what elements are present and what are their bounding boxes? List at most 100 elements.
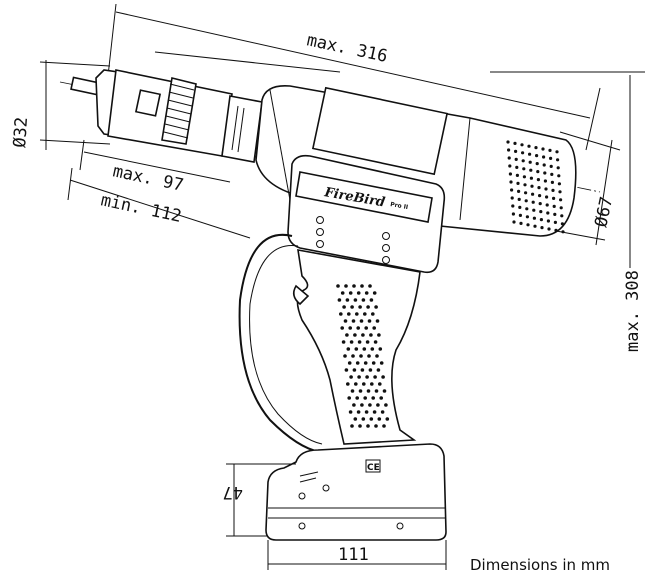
vent-dot [546,211,550,215]
grip-dot [374,305,378,309]
grip-dot [343,319,348,323]
vent-dot [531,200,535,204]
grip-dot [345,333,349,337]
nose-length-min-label: min. 112 [99,190,183,227]
grip-dot [368,368,373,372]
vent-dot [521,159,525,163]
grip-dot [354,347,359,351]
grip-dot [363,312,367,316]
vent-dot [532,208,536,212]
vent-dot [528,160,532,164]
vent-dot [525,207,529,211]
grip-dot [341,340,346,344]
battery-height-label: 47 [223,482,243,502]
knurled-ring [161,77,197,145]
grip-dot [374,389,379,393]
grip-dot [351,319,356,323]
return-hose [238,233,321,453]
grip-dot [367,354,371,358]
grip-dot [382,389,387,393]
grip-dot [356,291,361,295]
vent-dot [534,146,538,150]
vent-dot [510,188,514,192]
grip-dot [366,305,370,309]
vent-dot [522,175,527,179]
grip-dot [370,382,374,386]
vent-dot [540,226,544,230]
battery-width-dimension: 111 [267,540,447,570]
grip-dot [352,368,357,372]
grip-dot [378,347,383,351]
grip-dot [365,340,370,344]
vent-dot [529,168,533,172]
grip-dot [370,347,375,351]
vent-dot [558,190,562,194]
grip-dot [368,403,372,407]
grip-dot [363,361,368,365]
overall-length-label: max. 316 [305,30,389,67]
grip-dot [361,333,365,337]
grip-dot [344,284,348,288]
grip-dot [368,284,372,288]
grip-dot [375,319,380,323]
vent-dot [538,194,542,198]
vent-dot [544,187,548,191]
handle [292,249,421,445]
vent-dot [546,219,551,223]
indicator-led-5 [382,244,390,252]
vent-dot [512,220,516,224]
grip-dot [355,312,359,316]
grip-dot [365,375,369,379]
grip-dot [359,354,363,358]
grip-dot [353,298,358,302]
vent-dot [535,162,539,166]
vent-dot [552,204,556,208]
vent-dot [529,176,534,180]
grip-dot [377,417,382,421]
vent-dot [541,147,545,151]
vent-dot [559,198,563,202]
grip-dot [361,417,366,421]
battery-screw-2 [322,484,330,492]
grip-dot [384,403,388,407]
vent-dot [519,221,523,225]
grip-dot [360,403,364,407]
grip-dot [374,424,378,428]
vent-dot [515,173,520,177]
grip-dot [340,326,345,330]
grip-dot [336,284,340,288]
grip-dot [364,326,369,330]
vent-dot [508,172,512,176]
overall-height-dimension: max. 308 [623,75,643,352]
grip-dot [339,312,343,316]
vent-dot [560,222,565,226]
grip-dot [347,396,352,400]
grip-dot [373,340,378,344]
vent-dot [518,213,523,217]
grip-dot [356,326,361,330]
vent-dot [561,230,565,234]
grip-dot [344,368,349,372]
battery-screw-3 [298,522,306,530]
battery-height-dimension: 47 [223,463,296,537]
grip-dot [369,298,374,302]
grip-dot [355,361,360,365]
vent-dot [518,205,522,209]
vent-dot [536,178,541,182]
vent-dot [509,180,513,184]
battery-width-label: 111 [338,545,369,565]
indicator-led-3 [316,240,324,248]
grip-dot [379,396,384,400]
grip-dot [352,403,356,407]
vent-dot [545,195,549,199]
motor-vent-pattern [506,140,565,234]
vent-dot [528,152,532,156]
vent-dot [542,163,546,167]
grip-dot [348,326,353,330]
grip-dot [358,424,362,428]
grip-dot [348,291,353,295]
battery-pack: CE [265,443,447,541]
units-note: Dimensions in mm [470,556,610,574]
grip-dot [377,333,381,337]
grip-dot [350,305,354,309]
